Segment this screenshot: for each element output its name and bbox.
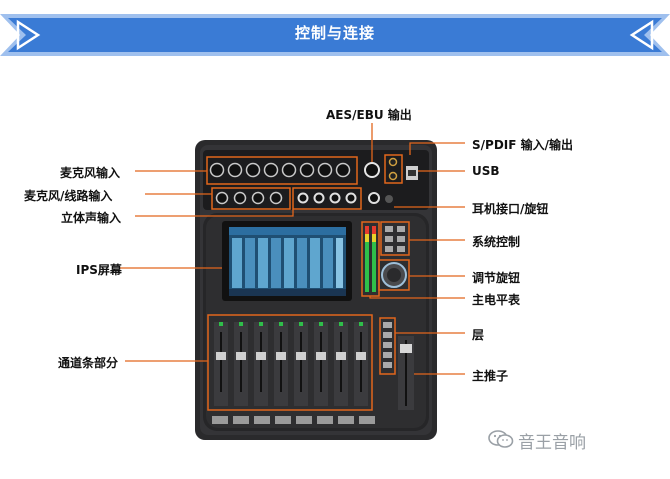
label-mic-line-input: 麦克风/线路输入 [24,189,113,203]
label-layer: 层 [472,328,485,342]
label-usb: USB [472,164,500,178]
banner-title: 控制与连接 [294,24,375,42]
mic-line-connectors [211,187,291,210]
label-main-fader: 主推子 [472,369,509,383]
system-control-buttons [380,221,410,256]
label-aes-ebu: AES/EBU 输出 [326,108,412,122]
stereo-input-connectors [292,187,362,210]
label-mic-input: 麦克风输入 [60,166,121,180]
layer-buttons [379,317,396,375]
master-fader [398,336,414,410]
label-ips-screen: IPS屏幕 [76,263,122,277]
label-stereo-input: 立体声输入 [61,211,122,225]
headphone-jack [368,192,393,204]
label-system-control: 系统控制 [472,235,521,249]
ips-screen [222,221,352,301]
label-spdif: S/PDIF 输入/输出 [472,138,574,152]
aes-ebu-connector [364,162,380,178]
watermark-text: 音王音响 [518,433,586,453]
channel-strips [207,314,373,411]
title-banner [0,14,670,56]
spdif-connectors [384,154,403,184]
wechat-icon [488,430,514,448]
label-channel-strip: 通道条部分 [58,356,119,370]
mic-input-connectors [206,156,358,185]
label-adjust-knob: 调节旋钮 [472,271,521,285]
label-main-meter: 主电平表 [472,293,521,307]
adjust-knob [378,259,410,291]
callout-lines [120,123,465,375]
label-headphone: 耳机接口/旋钮 [472,202,549,216]
usb-port [406,166,418,180]
bottom-select-buttons [212,416,375,424]
